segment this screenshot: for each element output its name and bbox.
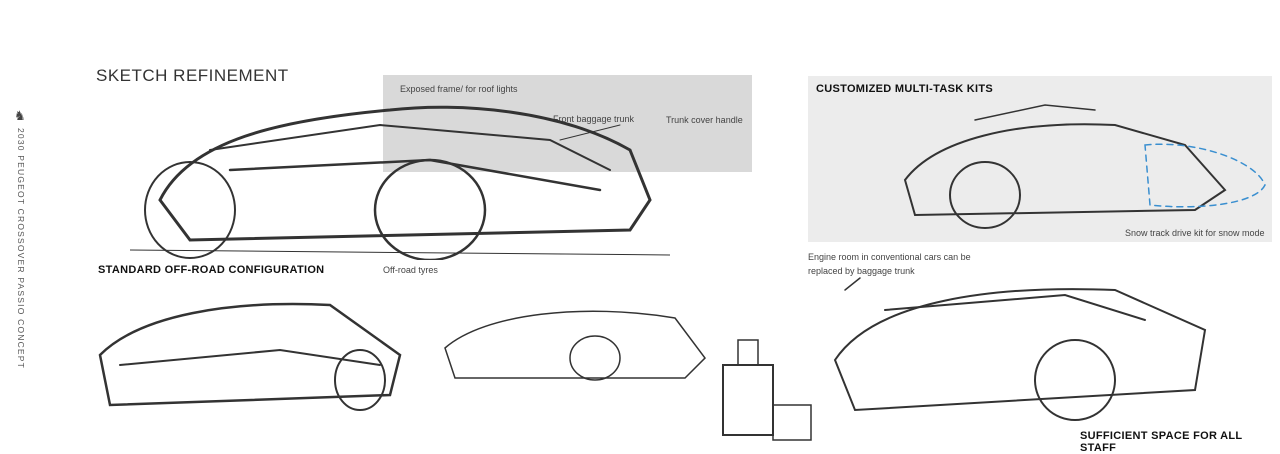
- note-engine-room: Engine room in conventional cars can be …: [808, 252, 971, 276]
- section-kits: CUSTOMIZED MULTI-TASK KITS: [816, 83, 994, 95]
- luggage-sketch: [722, 339, 812, 441]
- section-space: SUFFICIENT SPACE FOR ALL STAFF: [1080, 430, 1243, 454]
- main-car-sketch: [130, 105, 670, 260]
- page-title: SKETCH REFINEMENT: [96, 66, 289, 85]
- note-snow-kit: Snow track drive kit for snow mode: [1125, 228, 1265, 238]
- section-standard: STANDARD OFF-ROAD CONFIGURATION: [98, 264, 325, 276]
- brand-logo: ♞: [14, 108, 26, 123]
- front-car-sketch: [98, 302, 402, 411]
- side-label: 2030 PEUGEOT CROSSOVER PASSIO CONCEPT: [16, 128, 26, 370]
- note-front-trunk: Front baggage trunk: [553, 114, 635, 124]
- kit-car-sketch: [903, 104, 1266, 229]
- note-tyres: Off-road tyres: [383, 265, 438, 275]
- note-exposed-frame: Exposed frame/ for roof lights: [400, 84, 518, 94]
- rear-car-sketch: [444, 310, 706, 381]
- open-trunk-car-sketch: [833, 277, 1207, 421]
- note-trunk-handle: Trunk cover handle: [666, 115, 743, 125]
- kits-panel: [808, 76, 1272, 242]
